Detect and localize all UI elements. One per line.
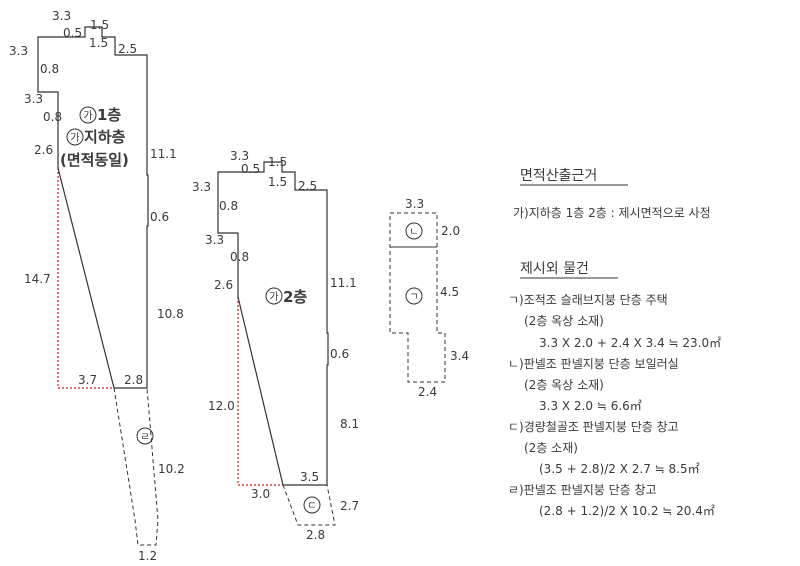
plan1-floor-label: 1층 (97, 106, 121, 124)
notes-item: ㄱ)조적조 슬래브지붕 단층 주택 (508, 293, 668, 307)
dim-label: 0.8 (40, 62, 59, 76)
dim-label: 3.4 (450, 349, 469, 363)
plan1-red-edge (57, 168, 114, 389)
dim-label: 3.3 (405, 197, 424, 211)
dim-label: 2.5 (118, 42, 137, 56)
notes-panel: 면적산출근거 가)지하층 1층 2층 : 제시면적으로 사정 제시외 물건 ㄱ)… (508, 168, 721, 518)
dim-label: 1.2 (138, 549, 157, 563)
notes-area-basis-line: 가)지하층 1층 2층 : 제시면적으로 사정 (513, 206, 711, 220)
dim-label: 11.1 (150, 147, 177, 161)
plan-2f: 3.3 1.5 0.5 1.5 2.5 3.3 0.8 3.3 0.8 2.6 … (192, 149, 359, 542)
notes-item: ㄹ)판넬조 판넬지붕 단층 창고 (508, 483, 657, 497)
circle-label-icon (79, 106, 97, 124)
dim-label: 10.8 (157, 307, 184, 321)
plan1-circle-text: 가 (83, 110, 92, 122)
dim-label: 12.0 (208, 399, 235, 413)
circle-label-icon (136, 427, 154, 445)
plan1-circle-text: 가 (70, 132, 79, 144)
plan2-floor-label: 2층 (283, 288, 307, 306)
circle-label-icon (66, 128, 84, 146)
dim-label: 0.8 (43, 110, 62, 124)
plan2-diagonal (237, 296, 284, 486)
plan1-diagonal (57, 167, 115, 389)
plan1-basement-label: 지하층 (84, 128, 126, 146)
dim-label: 10.2 (158, 462, 185, 476)
dim-label: 3.3 (9, 44, 28, 58)
dim-label: 0.5 (241, 162, 260, 176)
notes-title-area-basis: 면적산출근거 (520, 168, 597, 184)
dim-label: 2.4 (418, 385, 437, 399)
dim-label: 2.7 (340, 499, 359, 513)
notes-item: (2.8 + 1.2)/2 X 10.2 ≒ 20.4㎡ (539, 504, 715, 518)
notes-item: (2층 옥상 소재) (524, 378, 604, 392)
plan1-same-area-label: (면적동일) (60, 151, 129, 169)
notes-item: 3.3 X 2.0 + 2.4 X 3.4 ≒ 23.0㎡ (539, 336, 721, 350)
dim-label: 3.3 (24, 92, 43, 106)
dim-label: 1.5 (89, 36, 108, 50)
dim-label: 0.6 (150, 210, 169, 224)
dim-label: 14.7 (24, 272, 51, 286)
notes-item: ㄴ)판넬조 판넬지붕 단층 보일러실 (508, 357, 679, 371)
plan2-extension (282, 484, 336, 526)
plan1-extension (113, 387, 159, 546)
dim-label: 3.3 (52, 9, 71, 23)
plan3-outline (389, 212, 446, 383)
dim-label: 3.7 (78, 373, 97, 387)
dim-label: 3.5 (300, 470, 319, 484)
dim-label: 3.3 (192, 180, 211, 194)
plan3-main-label: ㄱ (409, 292, 418, 303)
notes-item: (3.5 + 2.8)/2 X 2.7 ≒ 8.5㎡ (539, 462, 700, 476)
dim-label: 0.8 (230, 250, 249, 264)
dim-label: 1.5 (90, 18, 109, 32)
dim-label: 0.6 (330, 347, 349, 361)
plan2-red-edge (237, 297, 283, 486)
dim-label: 0.8 (219, 199, 238, 213)
circle-label-icon (303, 496, 321, 514)
dim-label: 2.6 (34, 143, 53, 157)
dim-label: 1.5 (268, 175, 287, 189)
dim-label: 2.8 (124, 373, 143, 387)
dim-label: 4.5 (440, 285, 459, 299)
plan3-top-label: ㄴ (409, 227, 418, 238)
plan2-circle-text: 가 (269, 291, 278, 303)
circle-label-icon (405, 287, 423, 305)
dim-label: 1.5 (268, 155, 287, 169)
notes-item: ㄷ)경량철골조 판넬지붕 단층 창고 (508, 420, 679, 434)
plan-1f: 3.3 1.5 0.5 1.5 2.5 3.3 0.8 3.3 0.8 2.6 … (9, 9, 185, 563)
plan2-ext-label: ㄷ (307, 501, 316, 512)
dim-label: 0.5 (63, 26, 82, 40)
dim-label: 8.1 (340, 417, 359, 431)
dim-label: 2.5 (298, 179, 317, 193)
notes-item: 3.3 X 2.0 ≒ 6.6㎡ (539, 399, 642, 413)
dim-label: 2.0 (441, 224, 460, 238)
plan1-outline (37, 26, 149, 389)
notes-item: (2층 소재) (524, 441, 578, 455)
dim-label: 3.3 (205, 233, 224, 247)
plan2-outline (217, 161, 329, 486)
dim-label: 11.1 (330, 276, 357, 290)
notes-title-other-items: 제시외 물건 (520, 261, 589, 277)
dim-label: 2.8 (306, 528, 325, 542)
circle-label-icon (265, 287, 283, 305)
dim-label: 3.3 (230, 149, 249, 163)
dim-label: 3.0 (251, 487, 270, 501)
plan-rooftop: 3.3 2.0 4.5 3.4 2.4 ㄴ ㄱ (389, 197, 469, 399)
dim-label: 2.6 (214, 278, 233, 292)
circle-label-icon (405, 222, 423, 240)
plan1-ext-label: ㄹ (140, 432, 149, 443)
notes-item: (2층 옥상 소재) (524, 314, 604, 328)
